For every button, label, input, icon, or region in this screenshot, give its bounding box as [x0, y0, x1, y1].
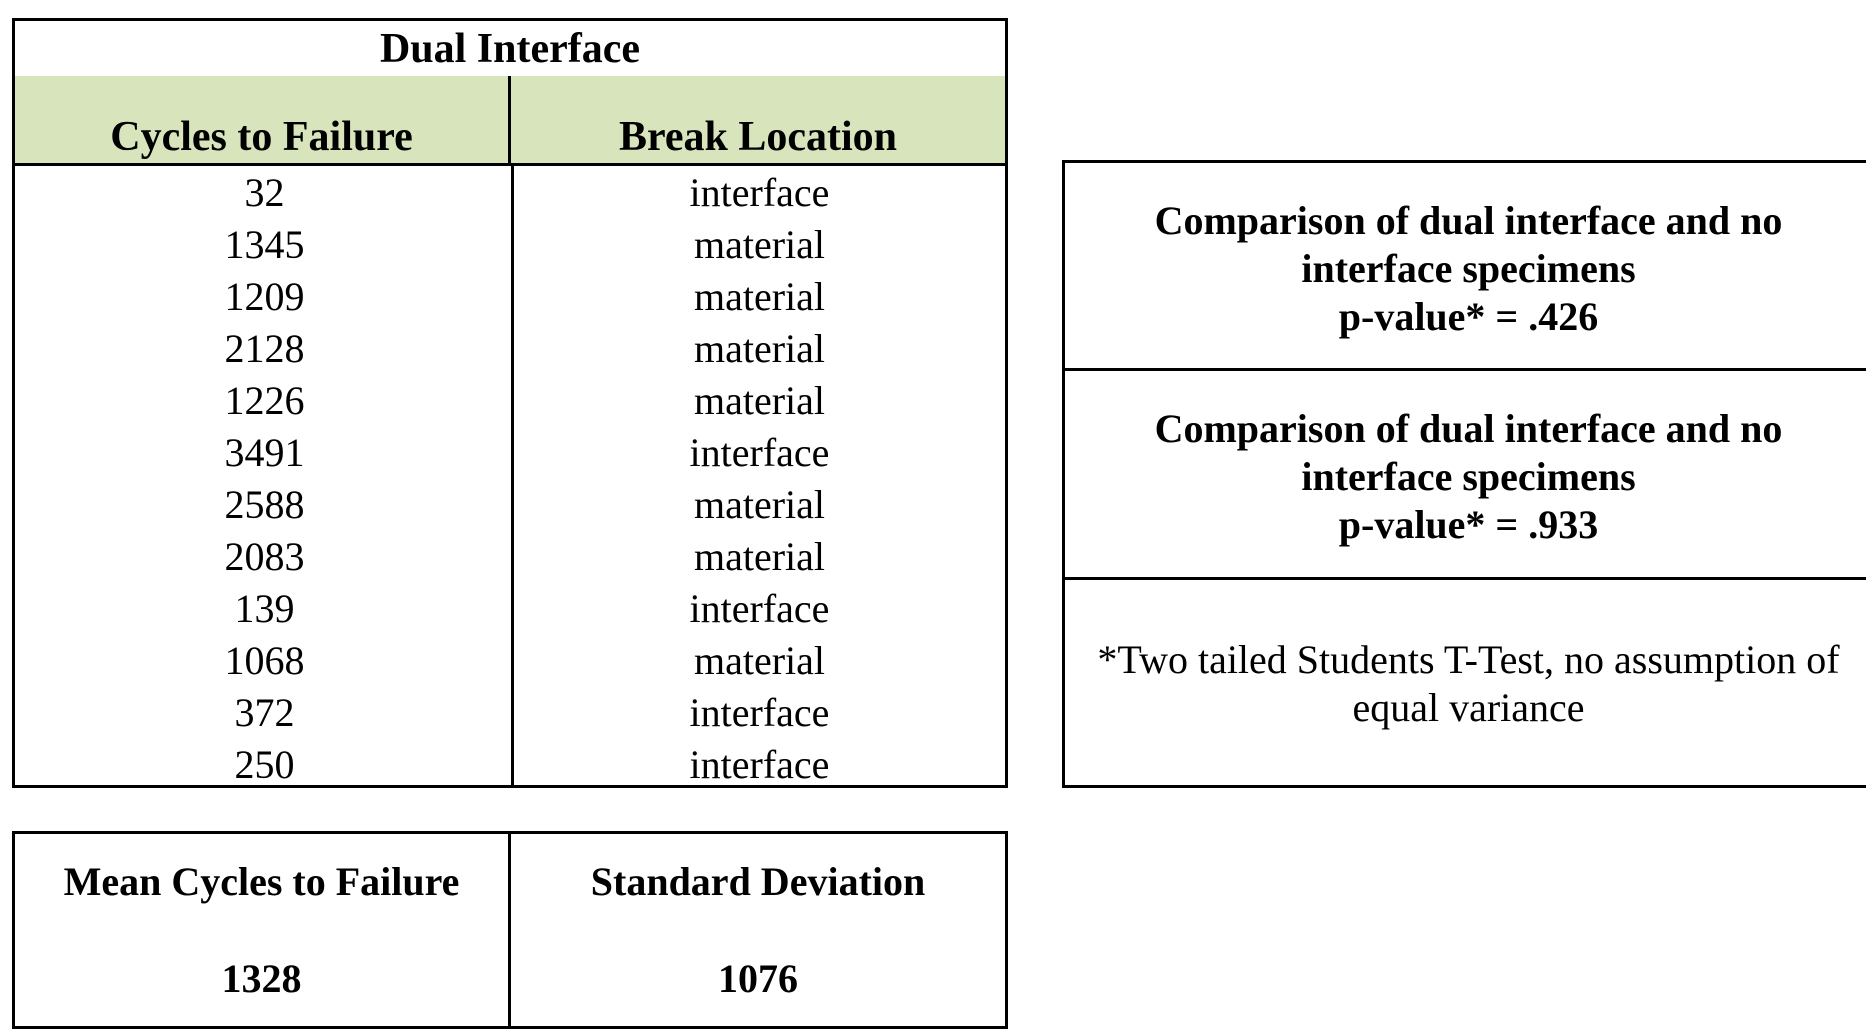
cycles-cell: 1345: [224, 221, 305, 267]
break-location-cell: interface: [689, 169, 830, 215]
cycles-cell: 2588: [224, 481, 305, 527]
dual-interface-table: Dual Interface Cycles to Failure Break L…: [12, 18, 1008, 788]
cycles-cell: 1226: [224, 377, 305, 423]
mean-column: Mean Cycles to Failure 1328: [15, 834, 511, 1026]
cycles-cell: 250: [234, 741, 295, 787]
table-row: 1226 material: [15, 374, 1005, 426]
table-row: 139 interface: [15, 582, 1005, 634]
table-row: 2083 material: [15, 530, 1005, 582]
break-location-cell: material: [693, 221, 826, 267]
column-header-cycles: Cycles to Failure: [15, 76, 511, 163]
break-location-cell: material: [693, 325, 826, 371]
cycles-cell: 3491: [224, 429, 305, 475]
table-row: 250 interface: [15, 738, 1005, 790]
mean-label: Mean Cycles to Failure: [63, 859, 460, 904]
table-row: 32 interface: [15, 166, 1005, 218]
break-location-cell: interface: [689, 429, 830, 475]
table-body: 32 interface 1345 material 1209 material 2128 m…: [15, 166, 1005, 787]
break-location-cell: material: [693, 273, 826, 319]
comparison-block-2: Comparison of dual interface and no inte…: [1065, 371, 1866, 580]
table-row: 1345 material: [15, 218, 1005, 270]
break-location-cell: material: [693, 637, 826, 683]
column-divider: [511, 166, 514, 785]
table-row: 1068 material: [15, 634, 1005, 686]
cycles-cell: 2083: [224, 533, 305, 579]
cycles-cell: 372: [234, 689, 295, 735]
comparison-block-1: Comparison of dual interface and no inte…: [1065, 163, 1866, 371]
break-location-cell: interface: [689, 585, 830, 631]
table-row: 3491 interface: [15, 426, 1005, 478]
summary-table: Mean Cycles to Failure 1328 Standard Dev…: [12, 831, 1008, 1029]
table-row: 2128 material: [15, 322, 1005, 374]
break-location-cell: interface: [689, 689, 830, 735]
comparison-pvalue: p-value* = .426: [1338, 294, 1599, 339]
footnote-text: *Two tailed Students T-Test, no assumpti…: [1097, 637, 1840, 730]
comparison-pvalue: p-value* = .933: [1338, 502, 1599, 547]
break-location-cell: material: [693, 533, 826, 579]
table-row: 2588 material: [15, 478, 1005, 530]
cycles-cell: 139: [234, 585, 295, 631]
std-label: Standard Deviation: [590, 859, 926, 904]
table-row: 1209 material: [15, 270, 1005, 322]
break-location-cell: material: [693, 481, 826, 527]
table-row: 372 interface: [15, 686, 1005, 738]
std-column: Standard Deviation 1076: [511, 834, 1005, 1026]
break-location-cell: material: [693, 377, 826, 423]
comparison-title: Comparison of dual interface and no inte…: [1154, 406, 1783, 499]
comparison-panel: Comparison of dual interface and no inte…: [1062, 160, 1866, 788]
column-header-break-location: Break Location: [618, 114, 898, 160]
mean-value: 1328: [221, 956, 302, 1001]
cycles-cell: 32: [244, 169, 285, 215]
comparison-title: Comparison of dual interface and no inte…: [1154, 198, 1783, 291]
cycles-cell: 1068: [224, 637, 305, 683]
table-header-row: Cycles to Failure Break Location: [15, 76, 1005, 166]
break-location-cell: interface: [689, 741, 830, 787]
std-value: 1076: [718, 956, 798, 1001]
footnote-block: *Two tailed Students T-Test, no assumpti…: [1065, 580, 1866, 785]
cycles-cell: 2128: [224, 325, 305, 371]
cycles-cell: 1209: [224, 273, 305, 319]
table-title: Dual Interface: [15, 21, 1005, 79]
